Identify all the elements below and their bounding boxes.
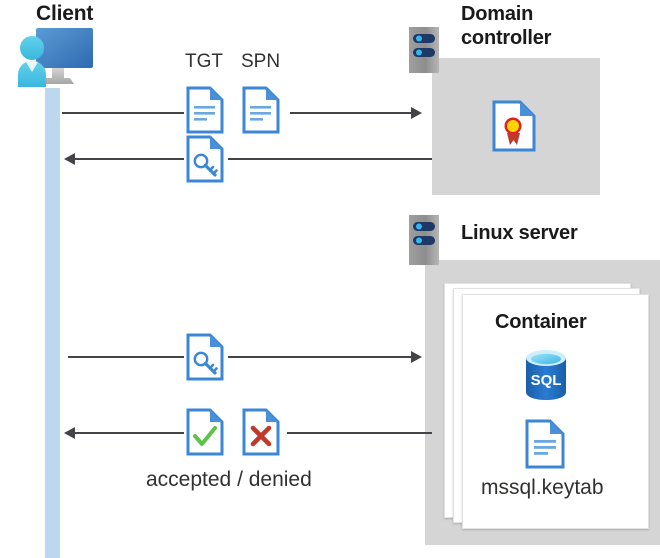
flow-client-to-linux-segment-right xyxy=(228,356,413,358)
container-card-front xyxy=(462,294,649,529)
flow-linux-to-client-segment-left xyxy=(75,432,184,434)
flow-client-to-dc-segment-right xyxy=(290,112,412,114)
server-rack-icon-linux-server xyxy=(409,215,443,265)
label-keytab: mssql.keytab xyxy=(481,476,604,499)
cross-document-icon-denied xyxy=(242,408,280,456)
page-title-domain-controller-line2: controller xyxy=(461,27,552,49)
flow-client-to-dc-arrowhead xyxy=(411,107,422,119)
flow-client-to-dc-segment-left xyxy=(62,112,184,114)
text-document-icon-keytab xyxy=(525,419,565,469)
svg-text:SQL: SQL xyxy=(531,372,562,389)
flow-client-to-linux-arrowhead xyxy=(411,351,422,363)
user-monitor-icon xyxy=(8,26,104,96)
page-title-client: Client xyxy=(36,2,94,25)
flow-dc-to-client-segment-right xyxy=(228,158,432,160)
server-rack-icon-domain-controller xyxy=(409,27,443,73)
flow-dc-to-client-segment-left xyxy=(75,158,184,160)
page-title-domain-controller-line1: Domain xyxy=(461,3,534,25)
label-spn: SPN xyxy=(241,51,281,72)
page-title-linux-server: Linux server xyxy=(461,222,578,244)
flow-linux-to-client-arrowhead xyxy=(64,427,75,439)
label-tgt: TGT xyxy=(185,51,223,72)
label-accepted-denied: accepted / denied xyxy=(146,468,312,491)
key-document-icon-auth xyxy=(186,333,224,381)
client-lifeline xyxy=(45,88,60,558)
check-document-icon-accepted xyxy=(186,408,224,456)
key-document-icon-dc-reply xyxy=(186,135,224,183)
flow-client-to-linux-segment-left xyxy=(68,356,184,358)
certificate-document-icon xyxy=(492,100,536,152)
text-document-icon-spn xyxy=(242,86,280,134)
text-document-icon-tgt xyxy=(186,86,224,134)
flow-linux-to-client-segment-right xyxy=(287,432,432,434)
flow-dc-to-client-arrowhead xyxy=(64,153,75,165)
sql-database-icon: SQL xyxy=(520,348,572,402)
page-title-container: Container xyxy=(495,311,587,333)
